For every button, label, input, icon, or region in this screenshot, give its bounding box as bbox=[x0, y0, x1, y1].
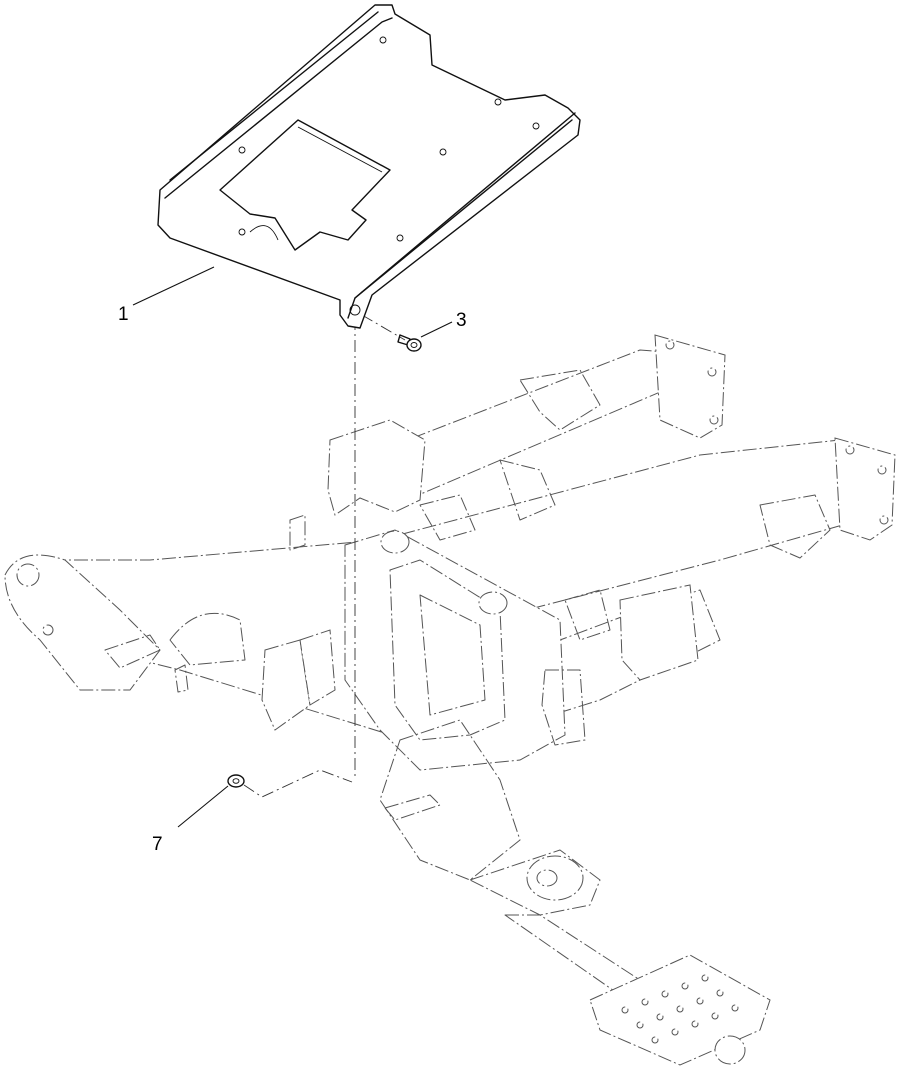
callout-label-3: 3 bbox=[456, 310, 467, 331]
callout-3: 3 bbox=[420, 310, 467, 338]
callout-7: 7 bbox=[152, 785, 229, 855]
leader-line-3 bbox=[420, 321, 453, 338]
callout-label-7: 7 bbox=[152, 834, 163, 855]
leader-line-7 bbox=[177, 785, 229, 828]
callout-label-1: 1 bbox=[118, 304, 129, 325]
bolt-part-3 bbox=[397, 334, 422, 352]
nut-part-7 bbox=[227, 769, 353, 798]
bolt-centerline bbox=[361, 314, 406, 341]
leader-line-1 bbox=[132, 266, 215, 306]
seat-mount-plate bbox=[157, 4, 581, 329]
callout-1: 1 bbox=[118, 266, 215, 325]
frame-phantom bbox=[4, 334, 896, 1066]
